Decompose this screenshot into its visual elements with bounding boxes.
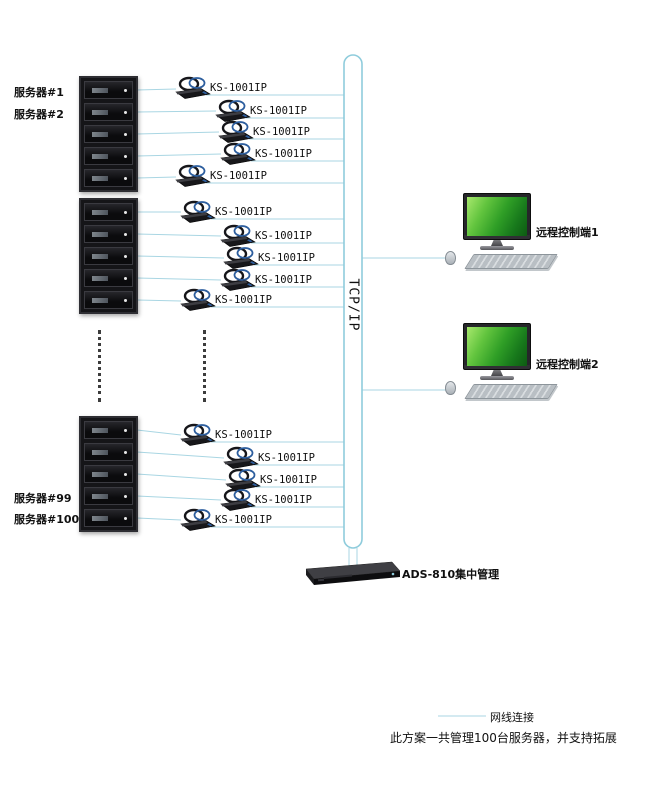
remote-terminal-2 xyxy=(443,323,573,407)
kvm-extender-label: KS-1001IP xyxy=(255,494,312,506)
kvm-extender-label: KS-1001IP xyxy=(260,474,317,486)
monitor-screen xyxy=(467,197,527,236)
server-rack-2 xyxy=(79,198,138,314)
kvm-extender-icon xyxy=(179,200,217,224)
rack-slot xyxy=(84,147,133,165)
remote-terminal-1-label: 远程控制端1 xyxy=(536,226,599,239)
kvm-extender-icon xyxy=(179,508,217,532)
rack-slot xyxy=(84,291,133,309)
kvm-extender-label: KS-1001IP xyxy=(255,230,312,242)
remote-terminal-2-label: 远程控制端2 xyxy=(536,358,599,371)
server-label-1: 服务器#1 xyxy=(14,86,64,99)
remote-terminal-1 xyxy=(443,193,573,277)
keyboard-icon xyxy=(464,384,558,399)
kvm-extender-label: KS-1001IP xyxy=(255,148,312,160)
kvm-extender-label: KS-1001IP xyxy=(215,206,272,218)
kvm-extender-label: KS-1001IP xyxy=(258,452,315,464)
tcpip-label: TCP/IP xyxy=(345,278,361,332)
monitor-icon xyxy=(463,193,531,240)
kvm-extender-label: KS-1001IP xyxy=(253,126,310,138)
rack-slot xyxy=(84,421,133,439)
legend-label: 网线连接 xyxy=(490,711,534,724)
monitor-screen xyxy=(467,327,527,366)
monitor-base xyxy=(480,376,514,380)
kvm-extender-label: KS-1001IP xyxy=(210,170,267,182)
monitor-stand xyxy=(491,370,503,376)
rack-slot xyxy=(84,269,133,287)
kvm-extender-label: KS-1001IP xyxy=(250,105,307,117)
rack-slot xyxy=(84,443,133,461)
rack-slot xyxy=(84,103,133,121)
kvm-extender-icon xyxy=(174,76,212,100)
kvm-extender-label: KS-1001IP xyxy=(258,252,315,264)
kvm-extender-icon xyxy=(219,142,257,166)
keyboard-icon xyxy=(464,254,558,269)
kvm-extender-icon xyxy=(179,288,217,312)
server-label-2: 服务器#2 xyxy=(14,108,64,121)
rack-slot xyxy=(84,247,133,265)
kvm-extender-label: KS-1001IP xyxy=(215,514,272,526)
kvm-extender-icon xyxy=(179,423,217,447)
rack-slot xyxy=(84,169,133,187)
continuation-dots-left xyxy=(98,330,101,402)
rack-slot xyxy=(84,487,133,505)
mouse-icon xyxy=(445,251,456,265)
rack-slot xyxy=(84,509,133,527)
server-label-100: 服务器#100 xyxy=(14,513,80,526)
rack-slot xyxy=(84,225,133,243)
kvm-extender-label: KS-1001IP xyxy=(215,294,272,306)
continuation-dots-right xyxy=(203,330,206,402)
monitor-stand xyxy=(491,240,503,246)
kvm-extender-label: KS-1001IP xyxy=(215,429,272,441)
server-rack-1 xyxy=(79,76,138,192)
server-label-99: 服务器#99 xyxy=(14,492,72,505)
mouse-icon xyxy=(445,381,456,395)
controller-label: ADS-810集中管理 xyxy=(402,568,500,581)
rack-slot xyxy=(84,203,133,221)
rack-slot xyxy=(84,81,133,99)
controller-device-icon xyxy=(305,561,401,585)
monitor-base xyxy=(480,246,514,250)
kvm-extender-icon xyxy=(219,488,257,512)
rack-slot xyxy=(84,125,133,143)
kvm-extender-icon xyxy=(174,164,212,188)
kvm-extender-label: KS-1001IP xyxy=(210,82,267,94)
kvm-extender-icon xyxy=(219,268,257,292)
monitor-icon xyxy=(463,323,531,370)
kvm-extender-label: KS-1001IP xyxy=(255,274,312,286)
server-rack-3 xyxy=(79,416,138,532)
rack-slot xyxy=(84,465,133,483)
footnote-text: 此方案一共管理100台服务器，并支持拓展 xyxy=(390,731,617,745)
